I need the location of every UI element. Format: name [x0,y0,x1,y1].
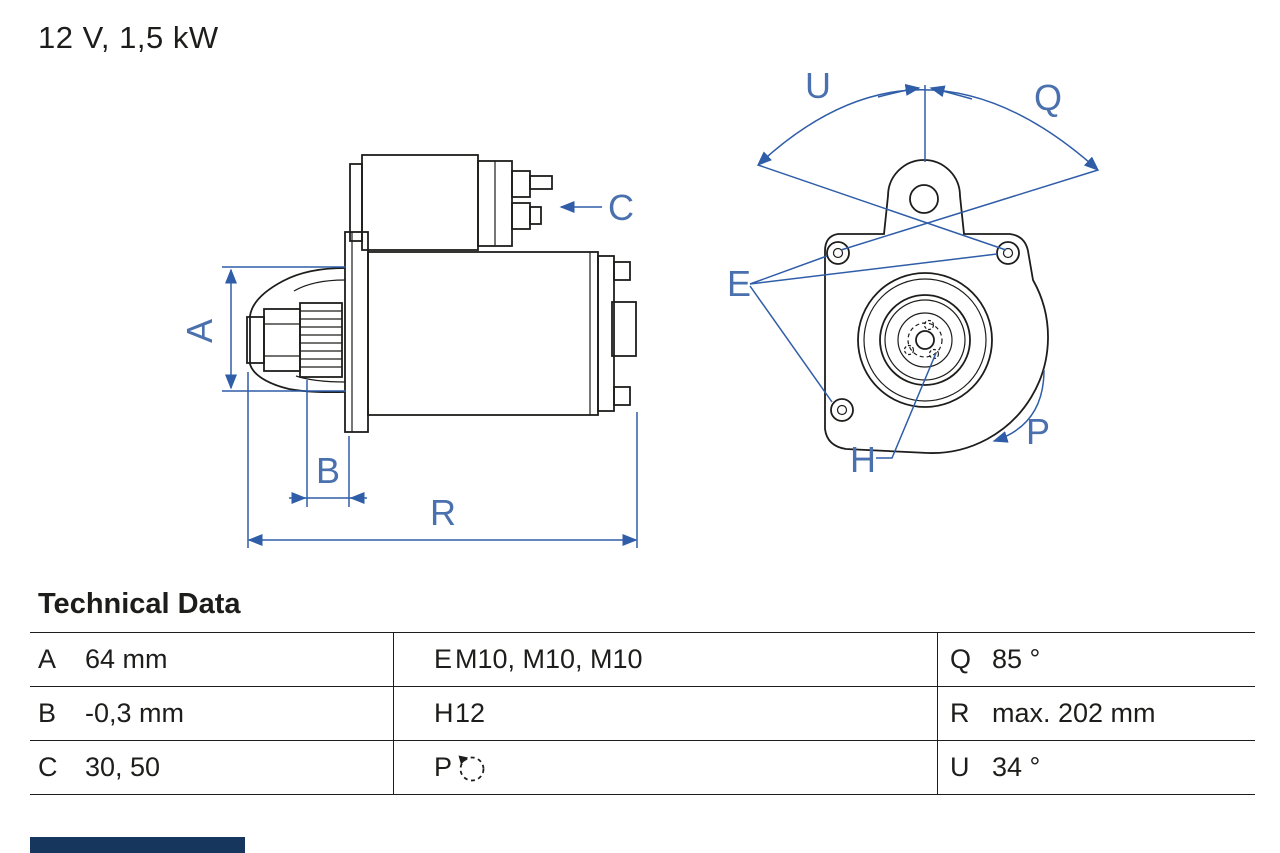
dim-label-E: E [727,263,751,304]
brand-bar [30,837,245,853]
bolt-holes [826,241,1020,422]
table-cell-key: R [937,687,992,740]
technical-data-heading: Technical Data [38,588,241,620]
solenoid-outline [349,154,553,251]
mounting-flange-outline [344,231,369,433]
table-cell-value: max. 202 mm [992,698,1156,728]
table-cell-key: U [937,741,992,794]
dimension-C: C [559,187,634,228]
table-cell-value: 64 mm [85,644,168,674]
table-cell-key: H [393,687,455,740]
front-view-drawing: U Q E H P [727,65,1100,480]
table-cell-key: P [393,741,455,794]
bracket-hole [909,184,939,214]
dim-label-U: U [805,65,831,106]
table-cell-value: 30, 50 [85,752,161,782]
table-cell-value: -0,3 mm [85,698,185,728]
table-cell-value: 85 ° [992,644,1041,674]
starter-motor-technical-drawing: A B R C [179,65,1100,548]
dim-label-H: H [850,439,876,480]
table-cell-key: A [38,644,57,674]
table-row: C 30, 50 P U 34 ° [30,740,1255,794]
page-title: 12 V, 1,5 kW [38,20,219,55]
table-cell-value [455,741,937,794]
motor-barrel-front [857,272,993,408]
drive-end-outline [246,267,346,394]
technical-data-table: A 64 mm E M10, M10, M10 Q 85 ° B -0,3 mm… [30,632,1255,795]
dimension-A: A [179,266,346,392]
dim-label-Q: Q [1034,77,1062,118]
dim-label-A: A [179,319,220,343]
table-row: A 64 mm E M10, M10, M10 Q 85 ° [30,632,1255,686]
rotation-direction-ccw-icon [458,755,485,781]
table-cell-value: 12 [455,698,486,728]
dimension-H: H [850,352,937,480]
dim-label-B: B [316,450,340,491]
table-row: B -0,3 mm H 12 R max. 202 mm [30,686,1255,740]
dimension-P: P [992,369,1050,452]
side-view-drawing: A B R C [179,154,638,548]
table-cell-key: C [38,752,58,782]
dim-label-C: C [608,187,634,228]
table-cell-value: 34 ° [992,752,1041,782]
dimension-E: E [727,253,998,403]
dimension-R: R [247,372,638,548]
dimension-U-Q: U Q [756,65,1100,251]
table-cell-key: B [38,698,57,728]
dimension-B: B [289,380,367,507]
table-cell-value: M10, M10, M10 [455,644,643,674]
table-cell-key: Q [937,633,992,686]
table-cell-key: E [393,633,455,686]
dim-label-R: R [430,492,456,533]
dim-label-P: P [1026,411,1050,452]
pinion-teeth [300,310,342,368]
motor-body-outline [367,251,637,416]
